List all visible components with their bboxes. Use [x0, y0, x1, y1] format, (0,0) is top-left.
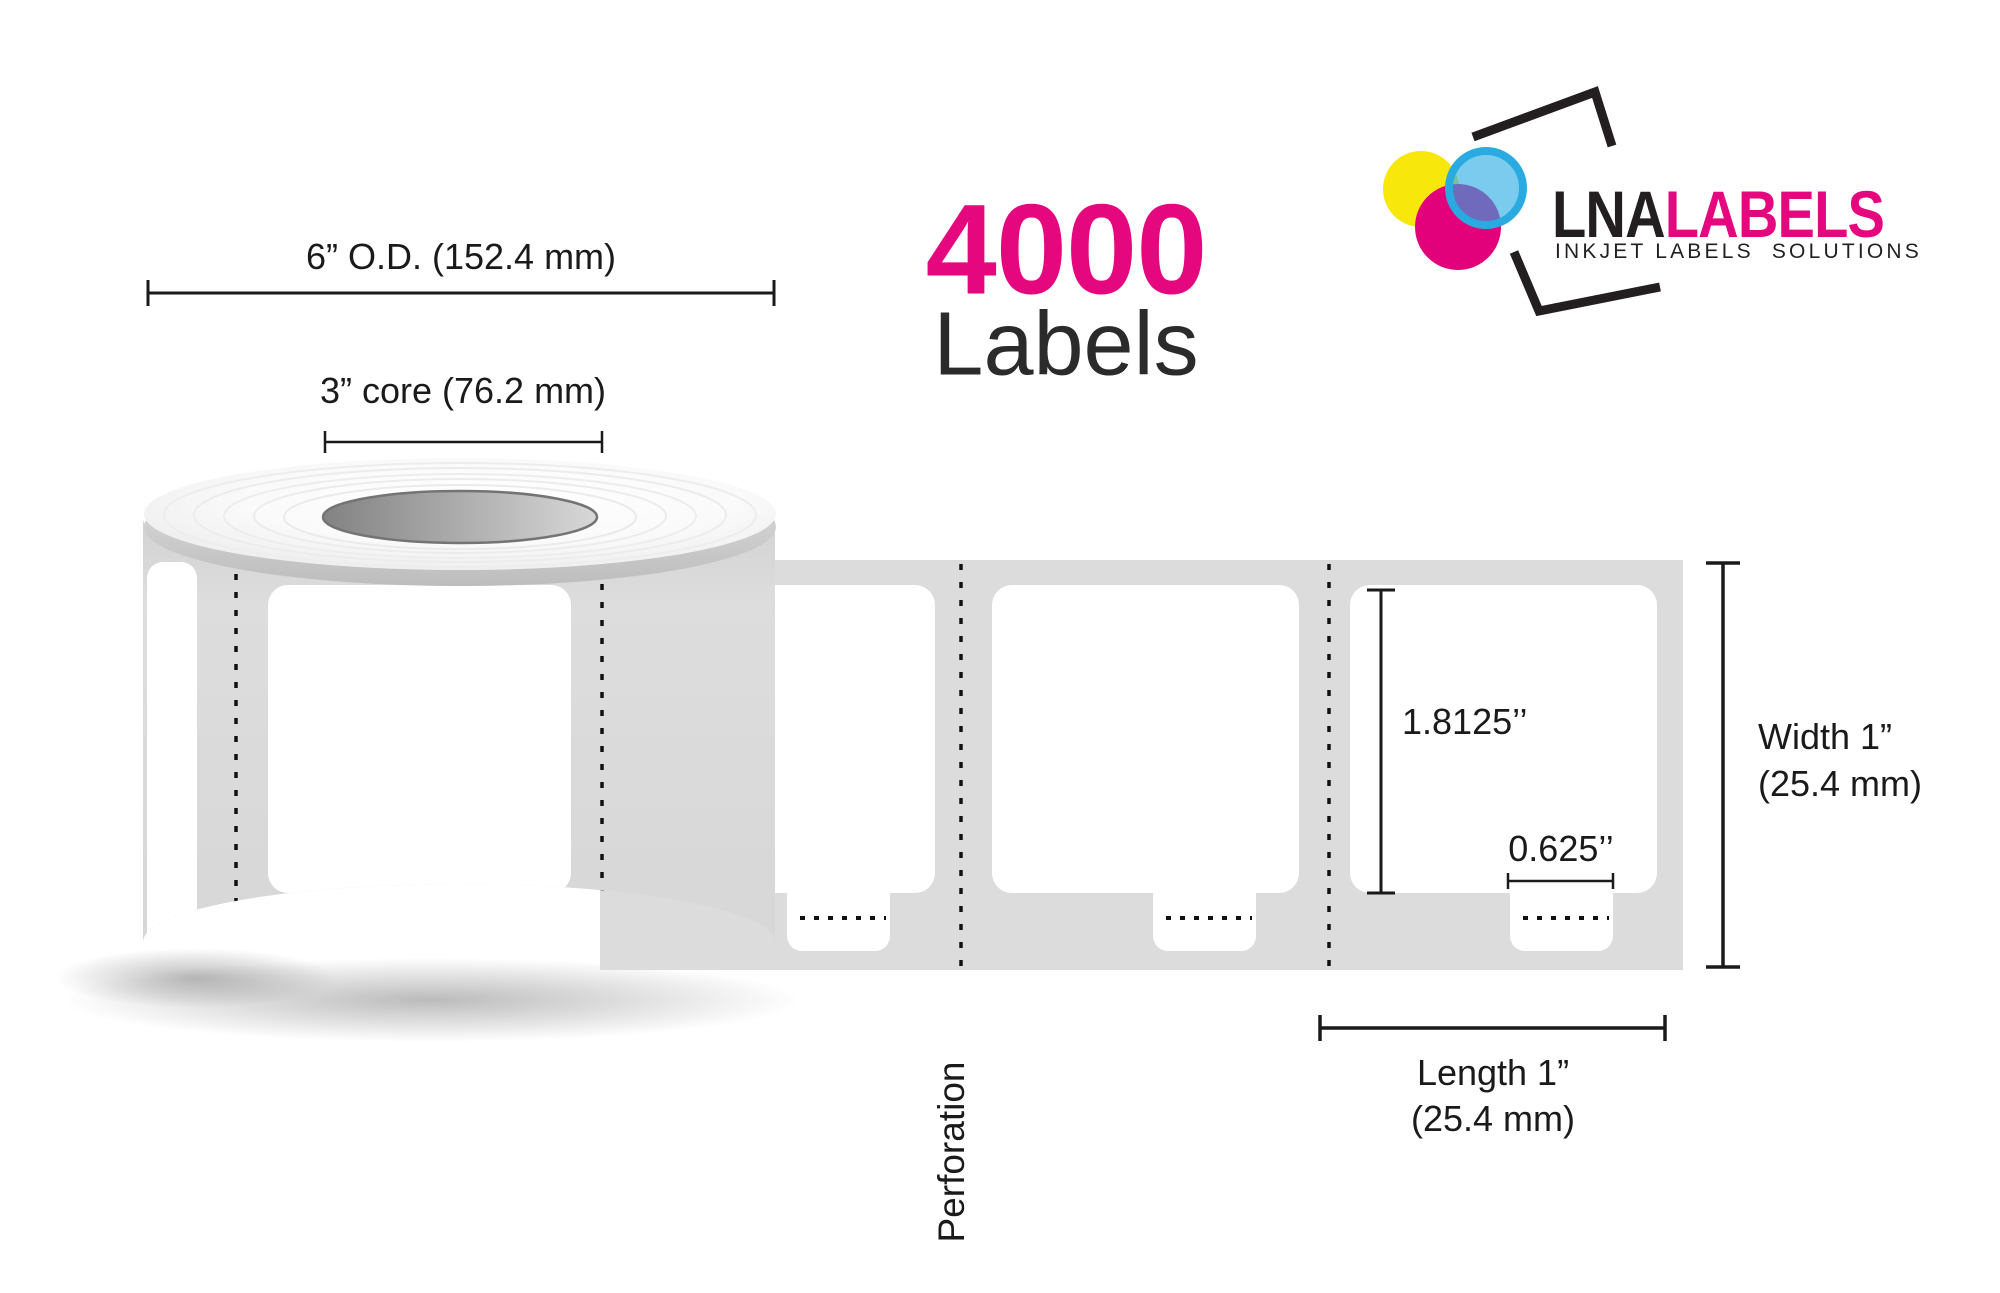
outer-diameter-label: 6” O.D. (152.4 mm)	[305, 236, 617, 277]
length-dimension-line2: (25.4 mm)	[1410, 1098, 1576, 1139]
dimension-lines	[146, 280, 1740, 1041]
logo-frame-bottom-bracket	[1509, 250, 1661, 317]
label-tab	[426, 880, 529, 942]
label-blank	[1350, 585, 1657, 893]
logo-cyan-circle	[1445, 147, 1527, 229]
core-diameter-label: 3” core (76.2 mm)	[319, 370, 607, 411]
label-blank	[268, 585, 571, 893]
label-edge-sliver	[147, 562, 197, 942]
brand-tagline: INKJET LABELS SOLUTIONS	[1555, 240, 1923, 263]
roll-shadow-left	[55, 948, 335, 1008]
width-dimension-line2: (25.4 mm)	[1758, 763, 1923, 804]
label-count-unit: Labels	[933, 294, 1199, 395]
core-hole	[321, 489, 599, 545]
brand-name-black: LNA	[1552, 177, 1666, 251]
width-dimension-line1: Width 1”	[1758, 716, 1893, 757]
logo-graphic	[1383, 86, 1661, 317]
label-height-dimension: 1.8125’’	[1402, 701, 1528, 742]
tab-width-dimension: 0.625’’	[1508, 828, 1614, 869]
brand-wordmark: LNALABELS	[1552, 181, 1885, 247]
label-tab	[1510, 880, 1613, 951]
perforation-label: Perforation	[931, 1061, 972, 1243]
label-count: 4000	[925, 178, 1208, 322]
label-strip	[600, 560, 1683, 970]
label-tab	[1153, 880, 1256, 951]
label-tab	[787, 880, 890, 951]
roll-top-disc	[144, 458, 776, 586]
brand-name-pink: LABELS	[1664, 177, 1885, 251]
label-blank	[992, 585, 1299, 893]
length-dimension-line1: Length 1”	[1416, 1052, 1570, 1093]
logo-frame-top-bracket	[1471, 86, 1617, 148]
